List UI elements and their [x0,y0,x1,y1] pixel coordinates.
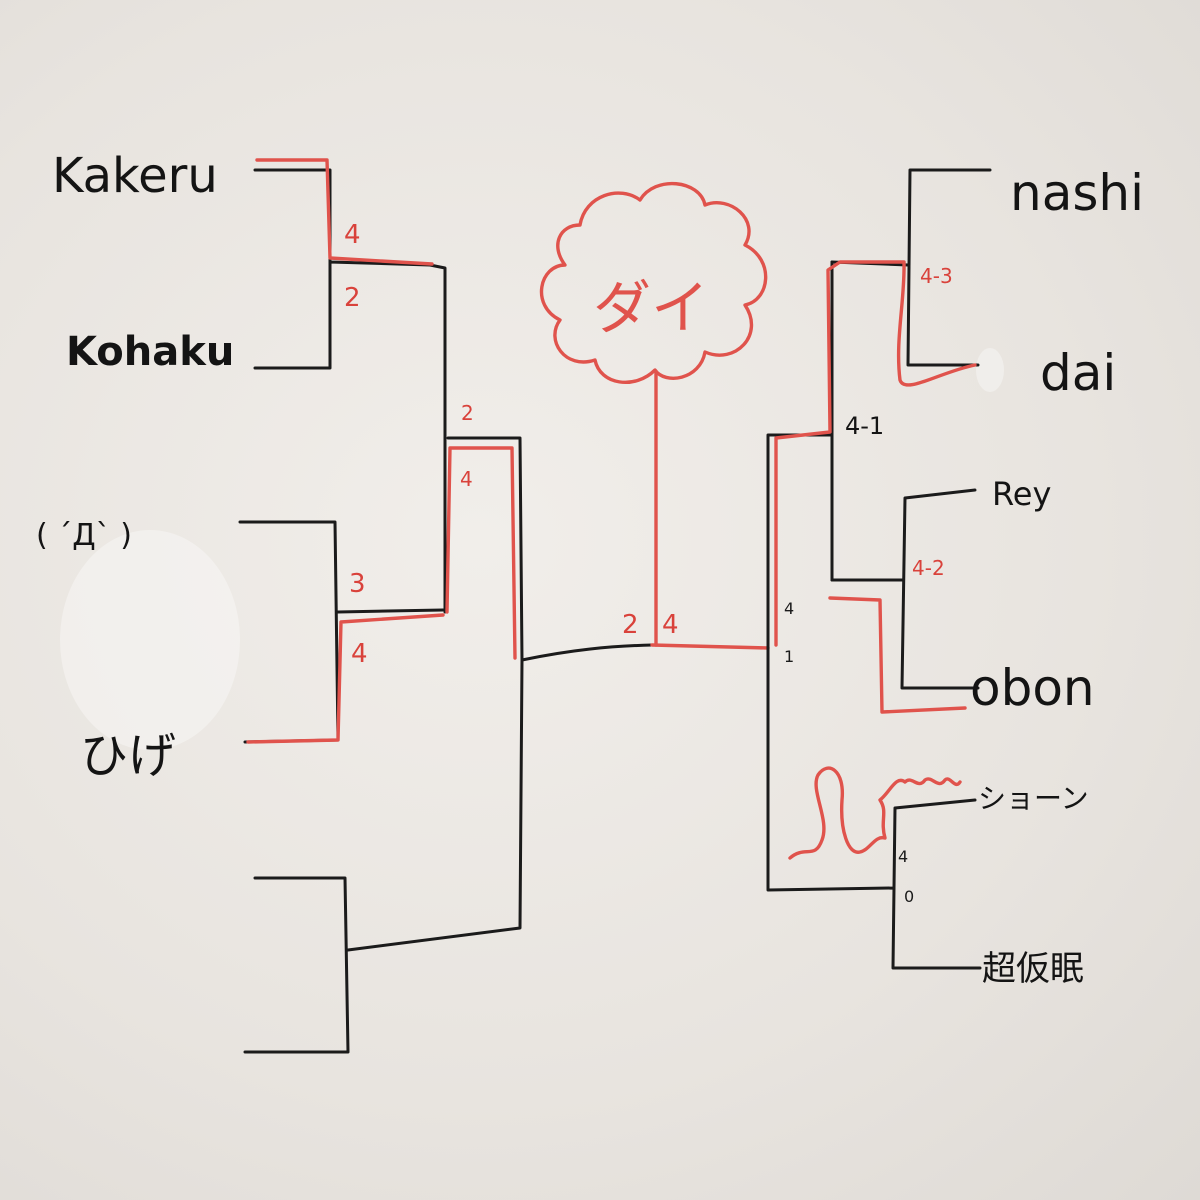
player-obon: obon [970,659,1095,717]
player-dai: dai [1040,344,1116,402]
left-m1-bracket [253,168,432,370]
score-right-cross-top: 4 [784,599,794,618]
score-right-m3-bottom: 0 [904,887,914,906]
score-left-m1-top: 4 [344,220,361,250]
player-shon: ショーン [978,782,1089,815]
player-nashi: nashi [1010,164,1144,222]
score-right-m1: 4-3 [920,264,953,288]
score-left-semi-bottom: 4 [460,467,473,491]
board-smudge [60,530,240,750]
score-right-m2: 4-2 [912,556,945,580]
score-left-m1-bottom: 2 [344,283,361,313]
score-right-cross-bottom: 1 [784,647,794,666]
eraser-smudge [976,348,1004,392]
winner-path-obon [828,596,967,714]
final-connector-left [520,643,654,662]
score-right-semi: 4-1 [845,412,884,440]
score-right-m3-top: 4 [898,847,908,866]
winner-path-shon [788,766,962,860]
player-chokamin: 超仮眠 [982,949,1084,989]
winner-path-hige [246,613,445,744]
winner-path-kakeru [255,158,434,266]
player-hige: ひげ [80,728,176,784]
champion-cloud [539,182,768,385]
score-final-right: 4 [662,610,679,640]
player-rey: Rey [992,475,1051,513]
winner-path-semi-left [445,446,517,660]
winner-path-dai [774,260,977,647]
score-left-m2-top: 3 [349,569,366,599]
right-m1-bracket [830,168,992,367]
right-m3-bracket [766,646,982,970]
player-kaomoji: ( ´Д` ) [36,518,132,553]
left-semi-bracket [428,263,524,662]
left-m3-bracket [243,658,524,1054]
player-kakeru: Kakeru [52,148,218,204]
champion-name: ダイ [593,274,709,342]
score-left-m2-bottom: 4 [351,639,368,669]
score-final-left: 2 [622,610,639,640]
player-kohaku: Kohaku [66,329,234,375]
score-left-semi-top: 2 [461,401,474,425]
right-m2-bracket [830,488,980,690]
winner-path-final [650,643,770,650]
